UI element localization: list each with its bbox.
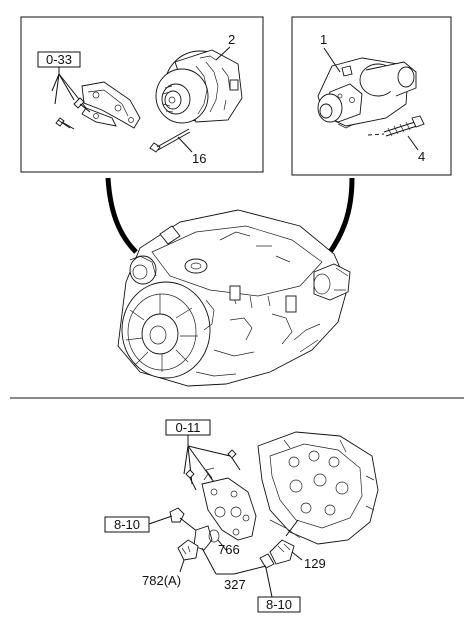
callout-4[interactable]: 4 xyxy=(407,135,425,164)
callout-4-label: 4 xyxy=(418,149,425,164)
housing-plate-icon xyxy=(201,467,257,541)
alternator-detail-frame xyxy=(20,16,264,173)
callout-766-label: 766 xyxy=(218,542,240,557)
head-bolts-icon xyxy=(185,449,241,491)
sensor-129-icon xyxy=(259,519,303,569)
bracket-bolt-icon xyxy=(55,97,91,130)
callout-16-label: 16 xyxy=(192,151,206,166)
callout-782a[interactable]: 782(A) xyxy=(142,559,185,588)
callout-1[interactable]: 1 xyxy=(320,32,341,73)
ref-8-10-bottom-label: 8-10 xyxy=(266,597,292,612)
bracket-icon xyxy=(81,81,141,129)
alternator-icon xyxy=(155,49,243,124)
starter-leader-arc xyxy=(323,177,355,260)
ref-0-11-label: 0-11 xyxy=(175,420,200,435)
ref-0-11-callout[interactable]: 0-11 xyxy=(165,419,231,485)
cylinder-head-icon xyxy=(257,431,379,545)
callout-1-label: 1 xyxy=(320,32,327,47)
callout-2[interactable]: 2 xyxy=(215,32,235,61)
starter-motor-icon xyxy=(317,57,417,129)
ref-8-10-left-callout[interactable]: 8-10 xyxy=(104,515,173,533)
o-ring-766-icon xyxy=(208,529,227,551)
callout-129-label: 129 xyxy=(304,556,326,571)
callout-327[interactable]: 327 xyxy=(201,547,267,592)
callout-782a-label: 782(A) xyxy=(142,573,181,588)
sensor-left-icon xyxy=(169,507,213,561)
ref-0-33-label: 0-33 xyxy=(46,52,72,67)
ref-8-10-bottom-callout[interactable]: 8-10 xyxy=(257,567,301,613)
ref-0-33-callout[interactable]: 0-33 xyxy=(37,51,91,114)
callout-16[interactable]: 16 xyxy=(177,136,206,166)
bolt-16-icon xyxy=(149,128,191,153)
starter-detail-frame xyxy=(291,16,452,176)
callout-766[interactable]: 766 xyxy=(218,542,240,557)
callout-2-label: 2 xyxy=(228,32,235,47)
ref-8-10-left-label: 8-10 xyxy=(114,517,140,532)
engine-block-icon xyxy=(117,209,351,387)
callout-129[interactable]: 129 xyxy=(304,556,326,571)
callout-327-label: 327 xyxy=(224,577,246,592)
stud-bolt-4-icon xyxy=(367,115,425,137)
alternator-leader-arc xyxy=(105,177,138,254)
